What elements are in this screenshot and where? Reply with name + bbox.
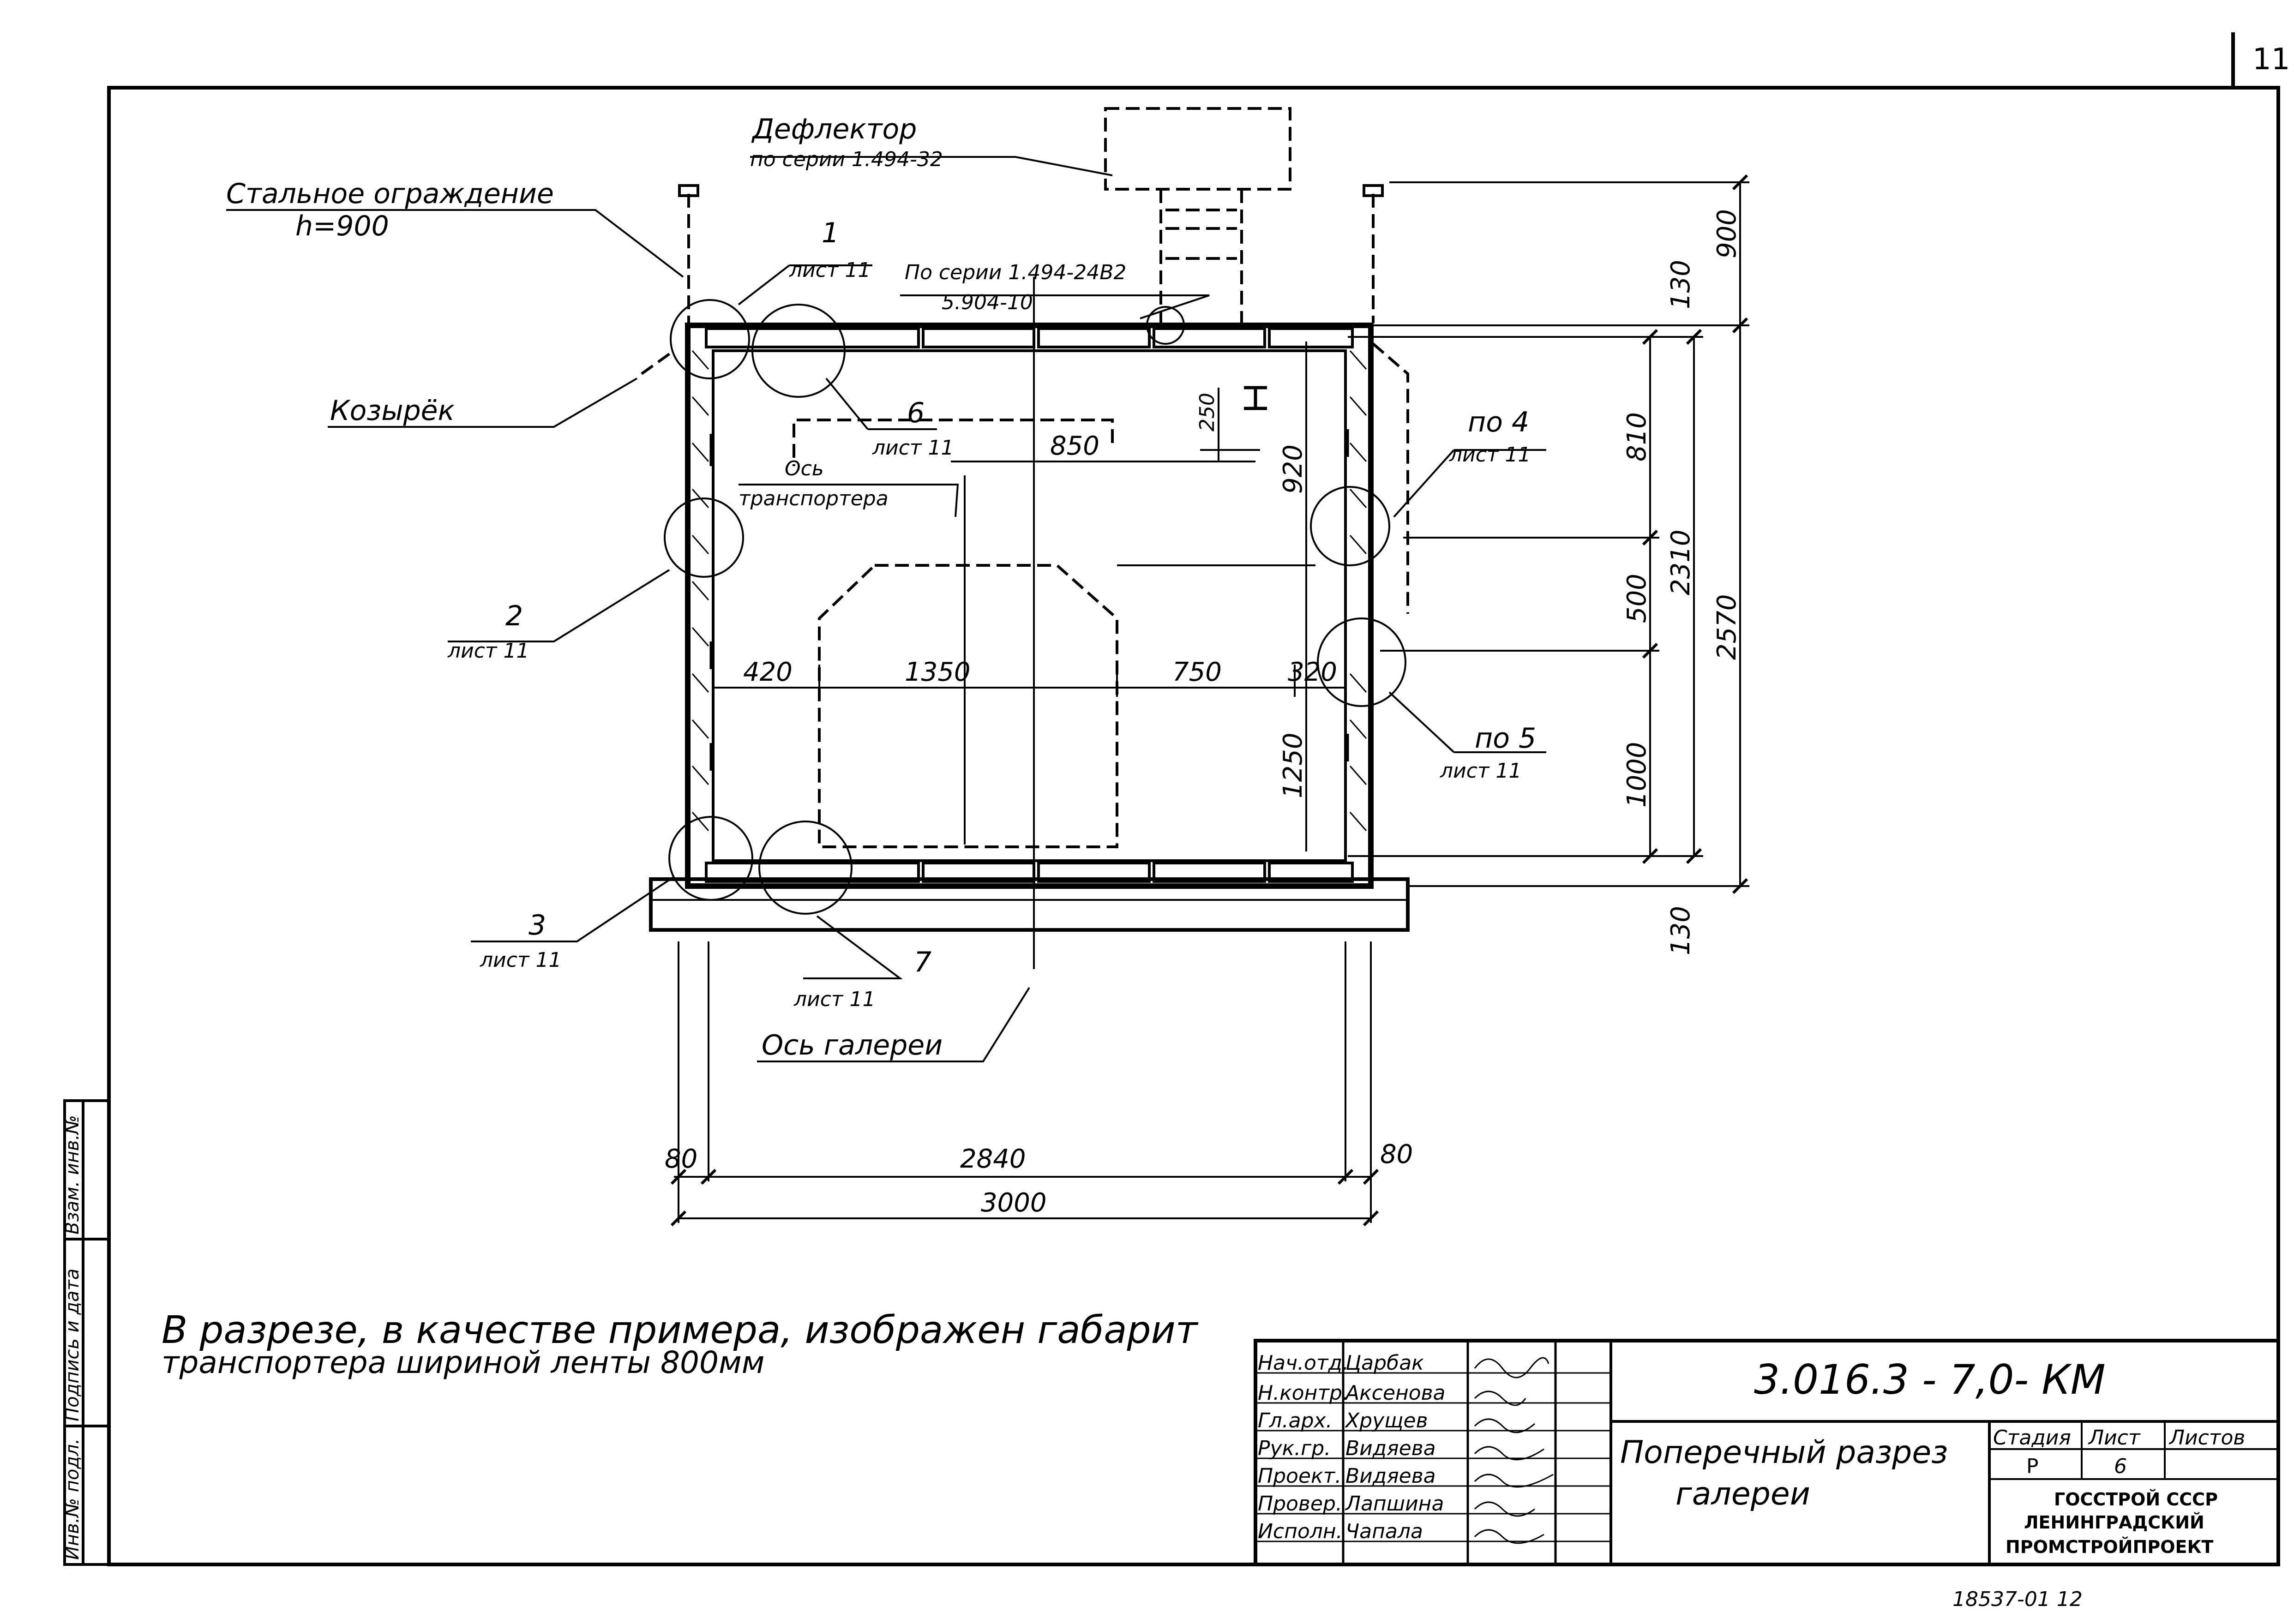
svg-text:Исполн.: Исполн. [1258,1520,1343,1543]
dim-1250: 1250 [1278,732,1308,798]
svg-text:лист 11: лист 11 [1449,443,1531,467]
title-block [1254,1339,2280,1566]
callout-3: 3 лист 11 [480,909,562,972]
callout-6: 6 лист 11 [872,397,954,460]
conveyor-outline [793,419,1118,848]
dim-3000: 3000 [981,1188,1047,1218]
stamp-replace-inv: Взам. инв.№ [62,1115,83,1234]
svg-text:лист 11: лист 11 [789,258,871,282]
steel-fence [678,184,1384,323]
dim-320: 320 [1288,657,1337,687]
dim-130-top: 130 [1666,260,1696,309]
dim-130-bot: 130 [1666,906,1696,955]
svg-text:лист 11: лист 11 [872,436,954,460]
svg-text:по 4: по 4 [1468,406,1529,438]
dim-2840: 2840 [960,1144,1026,1174]
tb-header-stage: Стадия [1993,1426,2071,1450]
tb-value-stage: Р [2026,1455,2039,1478]
ibeam [1244,386,1267,410]
dim-80-left: 80 [665,1144,697,1174]
note-line-1: В разрезе, в качестве примера, изображен… [162,1308,1199,1352]
drawing-title-2: галереи [1675,1476,1810,1512]
svg-text:Рук.гр.: Рук.гр. [1258,1437,1331,1460]
svg-text:Лапшина: Лапшина [1345,1492,1444,1516]
svg-text:Проект.: Проект. [1258,1464,1341,1488]
drawing-code: 3.016.3 - 7,0- КМ [1754,1356,2106,1403]
svg-text:Провер.: Провер. [1258,1492,1342,1516]
svg-text:Гл.арх.: Гл.арх. [1258,1409,1333,1432]
axes [951,277,1255,969]
svg-text:Чапала: Чапала [1345,1520,1423,1543]
leader-lines [226,156,1546,1062]
dim-810: 810 [1622,412,1652,461]
dim-900: 900 [1712,209,1742,258]
svg-text:Царбак: Царбак [1345,1351,1424,1375]
label-deflector-series: по серии 1.494-32 [750,148,943,171]
svg-text:по 5: по 5 [1475,722,1536,755]
svg-text:1: 1 [822,217,839,249]
detail-circles [664,299,1406,915]
svg-text:3: 3 [528,909,546,941]
dim-500: 500 [1622,574,1652,623]
svg-text:лист 11: лист 11 [793,988,876,1011]
sheet-frame [107,32,2280,1566]
label-steel-fence: Стальное ограждение [226,178,554,210]
tb-value-sheet: 6 [2114,1455,2127,1478]
callout-7: 7 лист 11 [793,946,931,1011]
svg-text:6: 6 [907,397,925,429]
page-number: 11 [2252,42,2290,77]
label-series-ref: По серии 1.494-24В2 [905,261,1126,284]
dim-420: 420 [743,657,793,687]
label-series-ref2: 5.904-10 [942,291,1033,314]
dim-80-right: 80 [1380,1139,1413,1169]
label-canopy: Козырёк [330,395,455,427]
label-deflector-title: Дефлектор [751,113,917,145]
dim-920: 920 [1278,444,1308,494]
org-line-2: ЛЕНИНГРАДСКИЙ [2024,1512,2204,1533]
dim-850: 850 [1050,431,1099,461]
drawing-title-1: Поперечный разрез [1620,1434,1948,1471]
tb-header-sheets: Листов [2168,1426,2245,1450]
stamp-sign-date: Подпись и дата [62,1269,83,1421]
callout-5: по 5 лист 11 [1440,722,1536,783]
svg-text:лист 11: лист 11 [447,639,529,663]
org-line-3: ПРОМСТРОЙПРОЕКТ [2006,1537,2214,1557]
label-conveyor-axis-1: Ось [785,457,824,480]
dim-2310: 2310 [1666,529,1696,595]
dimension-lines [670,174,1749,1227]
label-fence-height: h=900 [295,210,389,242]
svg-text:2: 2 [505,600,523,632]
dim-750: 750 [1172,657,1222,687]
svg-text:Н.контр.: Н.контр. [1258,1381,1349,1405]
staff-rows: Нач.отд. Царбак Н.контр. Аксенова Гл.арх… [1258,1351,1446,1543]
label-conveyor-axis-2: транспортера [739,487,889,510]
org-line-1: ГОССТРОЙ СССР [2054,1489,2218,1510]
dim-2570: 2570 [1712,594,1742,660]
deflector [1104,107,1291,325]
dim-250: 250 [1195,393,1219,431]
gallery-structure [641,323,1410,932]
tb-header-sheet: Лист [2088,1426,2141,1450]
callout-2: 2 лист 11 [447,600,529,663]
svg-text:7: 7 [914,946,931,978]
callout-4: по 4 лист 11 [1449,406,1531,467]
svg-text:Хрущев: Хрущев [1345,1409,1428,1432]
svg-text:Аксенова: Аксенова [1344,1381,1446,1405]
footer-number: 18537-01 12 [1952,1588,2083,1611]
svg-text:Видяева: Видяева [1345,1464,1436,1488]
dim-1000: 1000 [1622,742,1652,808]
svg-text:лист 11: лист 11 [480,948,562,972]
label-gallery-axis: Ось галереи [762,1029,943,1061]
svg-text:Видяева: Видяева [1345,1437,1436,1460]
side-stamp: Инв.№ подл. Подпись и дата Взам. инв.№ [62,1099,110,1566]
note-line-2: транспортера шириной ленты 800мм [162,1345,765,1380]
dim-1350: 1350 [905,657,971,687]
svg-text:лист 11: лист 11 [1440,759,1522,783]
callout-1: 1 лист 11 [789,217,871,282]
stamp-inv-no: Инв.№ подл. [62,1438,83,1560]
svg-text:Нач.отд.: Нач.отд. [1258,1351,1349,1375]
